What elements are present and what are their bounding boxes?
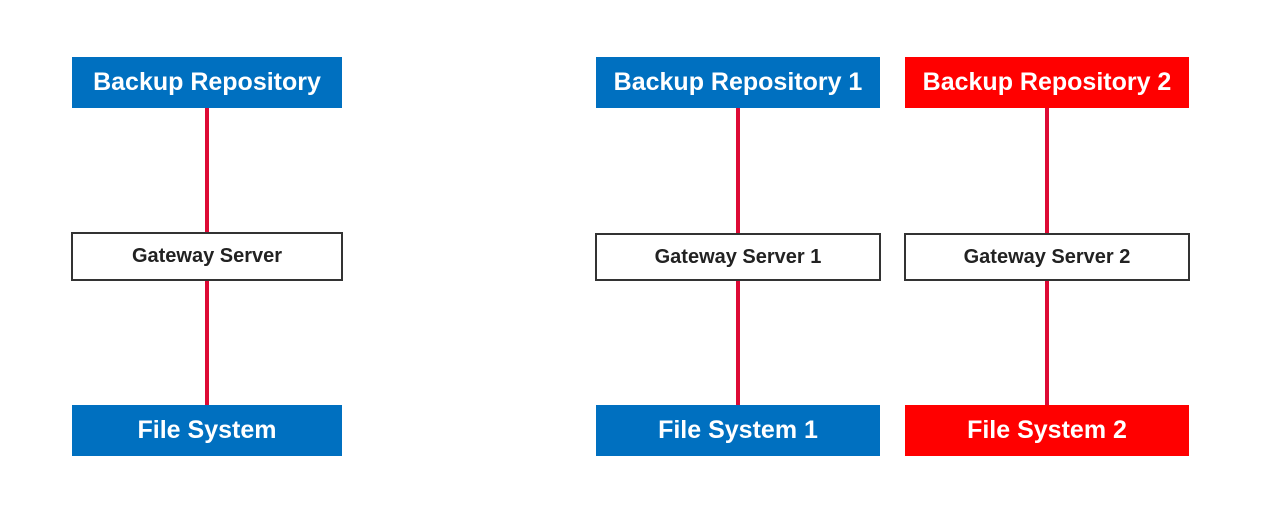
gateway-server-2-box: Gateway Server 2 <box>904 233 1190 281</box>
connector-line <box>1045 108 1049 233</box>
gateway-server-box: Gateway Server <box>71 232 343 281</box>
backup-repository-2-box: Backup Repository 2 <box>905 57 1189 108</box>
backup-repository-1-box: Backup Repository 1 <box>596 57 880 108</box>
connector-line <box>736 108 740 233</box>
connector-line <box>205 108 209 232</box>
backup-repository-box: Backup Repository <box>72 57 342 108</box>
gateway-server-1-box: Gateway Server 1 <box>595 233 881 281</box>
file-system-box: File System <box>72 405 342 456</box>
connector-line <box>205 281 209 405</box>
connector-line <box>1045 281 1049 405</box>
file-system-2-box: File System 2 <box>905 405 1189 456</box>
file-system-1-box: File System 1 <box>596 405 880 456</box>
connector-line <box>736 281 740 405</box>
